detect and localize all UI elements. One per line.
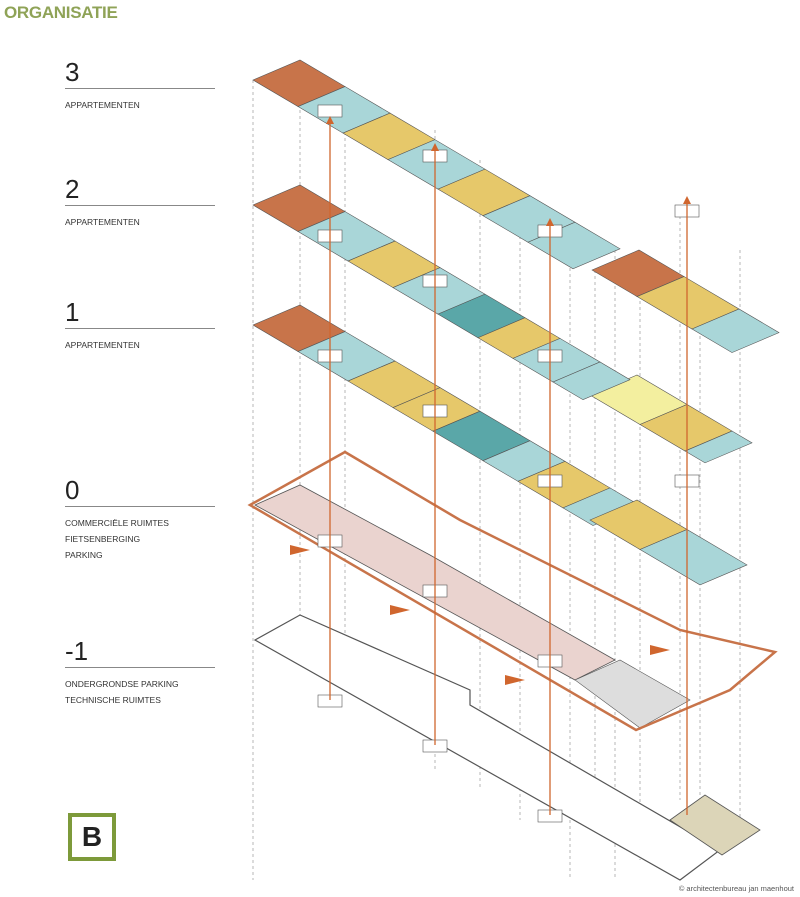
page-title: ORGANISATIE: [4, 3, 118, 22]
level-description: APPARTEMENTEN: [65, 340, 140, 350]
description-line: COMMERCIËLE RUIMTES: [65, 518, 169, 528]
floor-0-outline: [247, 450, 778, 732]
description-line: TECHNISCHE RUIMTES: [65, 695, 161, 705]
level-number: 2: [65, 175, 215, 206]
level-2-label: 2 APPARTEMENTEN: [65, 175, 215, 230]
copyright-credit: © architectenbureau jan maenhout: [678, 884, 794, 893]
level-number: 1: [65, 298, 215, 329]
level-number: -1: [65, 637, 215, 668]
level-number: 0: [65, 476, 215, 507]
level-description: APPARTEMENTEN: [65, 100, 140, 110]
floor-2-wing-unit: [691, 308, 780, 353]
floor-minus1-plate: [253, 614, 722, 881]
level-description: ONDERGRONDSE PARKING TECHNISCHE RUIMTES: [65, 676, 215, 708]
floor-1-wing-unit: [639, 529, 748, 586]
entrance-arrow-icon: [505, 675, 525, 685]
level-number: 3: [65, 58, 215, 89]
floor-1-wing-unit: [684, 430, 753, 464]
level-minus1-label: -1 ONDERGRONDSE PARKING TECHNISCHE RUIMT…: [65, 637, 215, 708]
entrance-arrow-icon: [390, 605, 410, 615]
arrow-up-icon: [546, 218, 554, 226]
level-3-label: 3 APPARTEMENTEN: [65, 58, 215, 113]
stair-core: [317, 104, 343, 118]
description-line: ONDERGRONDSE PARKING: [65, 679, 179, 689]
technical-room: [669, 794, 761, 856]
description-line: FIETSENBERGING: [65, 534, 141, 544]
level-1-label: 1 APPARTEMENTEN: [65, 298, 215, 353]
description-line: PARKING: [65, 550, 103, 560]
variant-badge: B: [68, 813, 116, 861]
level-description: APPARTEMENTEN: [65, 217, 140, 227]
level-0-label: 0 COMMERCIËLE RUIMTES FIETSENBERGING PAR…: [65, 476, 215, 563]
arrow-up-icon: [326, 116, 334, 124]
arrow-up-icon: [431, 143, 439, 151]
bicycle-storage: [574, 659, 691, 729]
level-description: COMMERCIËLE RUIMTES FIETSENBERGING PARKI…: [65, 515, 215, 563]
arrow-up-icon: [683, 196, 691, 204]
entrance-arrow-icon: [650, 645, 670, 655]
floor-2-unit: [552, 361, 631, 401]
entrance-arrow-icon: [290, 545, 310, 555]
